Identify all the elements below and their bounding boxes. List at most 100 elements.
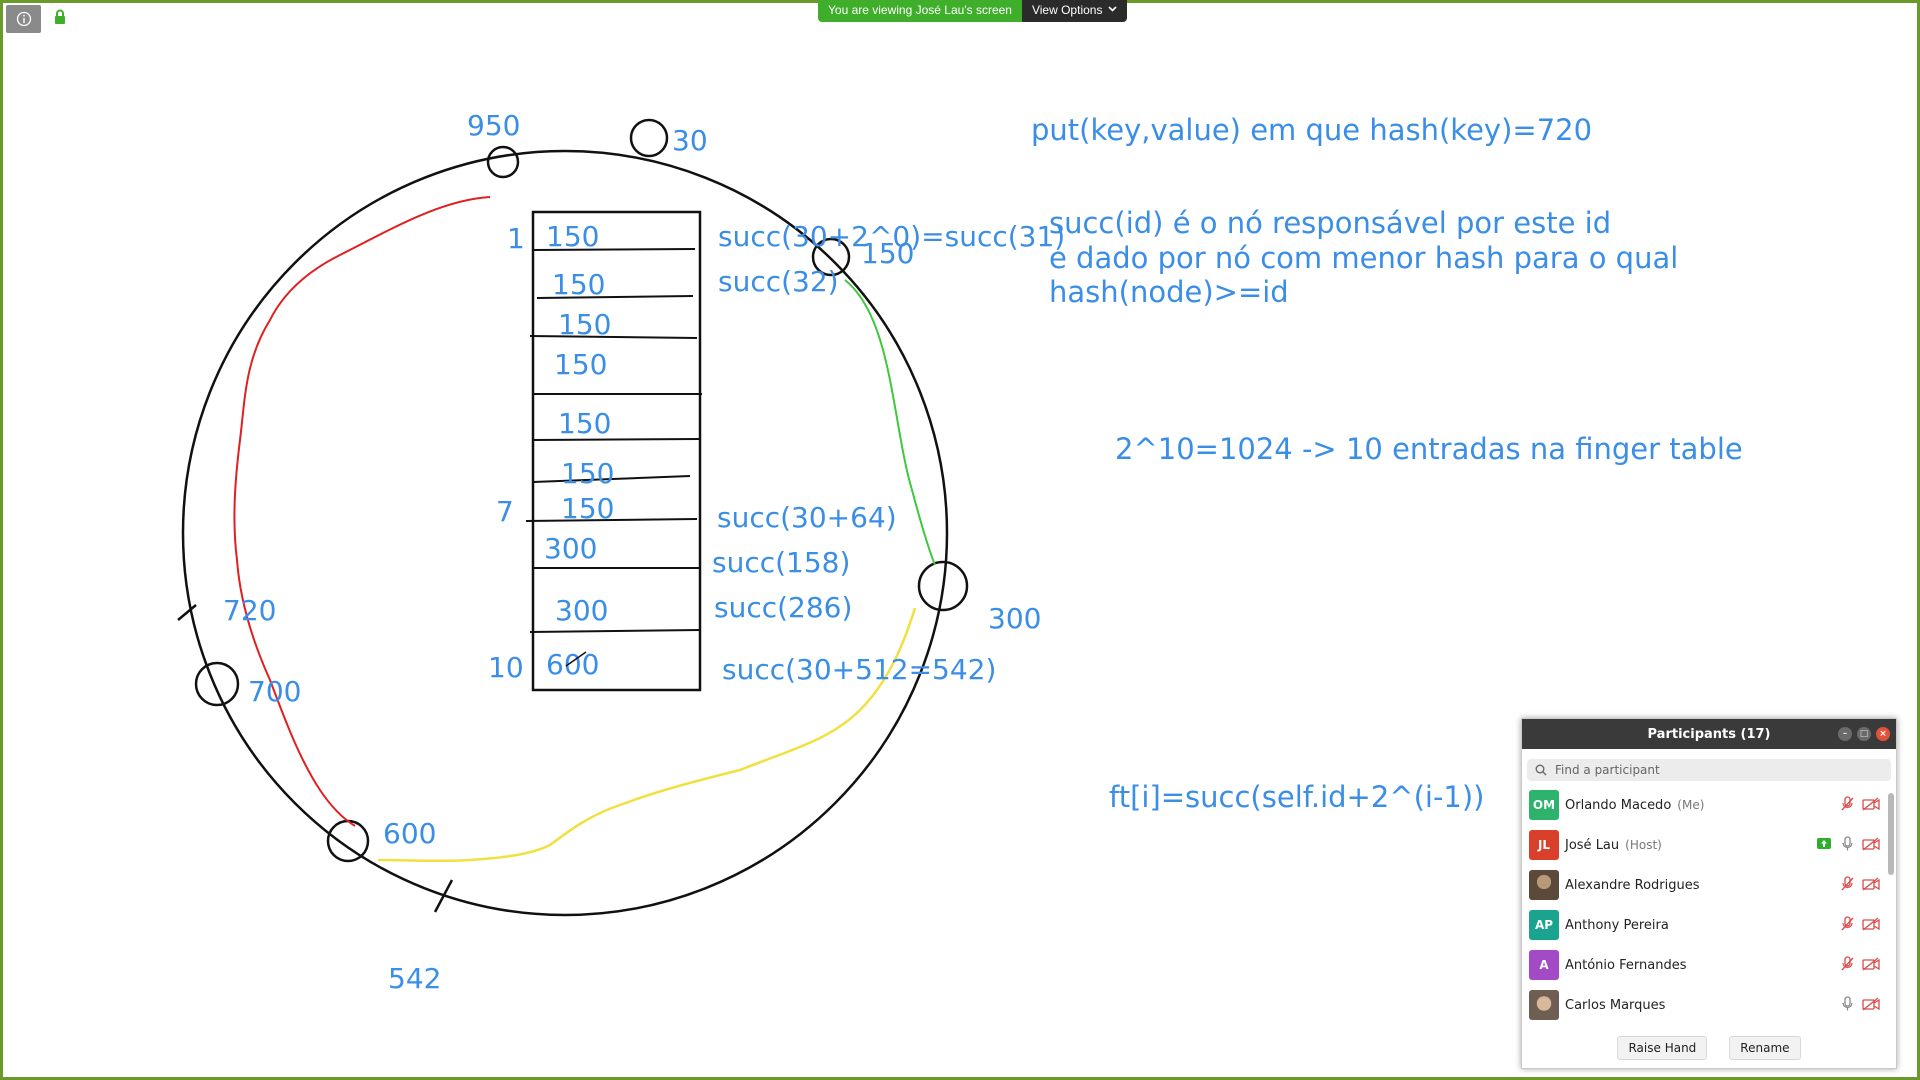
node-600 bbox=[326, 819, 370, 863]
info-icon bbox=[16, 11, 31, 27]
succ-note-1: succ(30+2^0)=succ(31) bbox=[718, 220, 1065, 253]
ft-entry-10: 600 bbox=[546, 648, 599, 681]
participant-tag: (Host) bbox=[1625, 838, 1662, 852]
avatar: AP bbox=[1529, 910, 1559, 940]
ft-entry-9: 300 bbox=[555, 594, 608, 627]
node-150 bbox=[811, 237, 851, 277]
green-path bbox=[844, 279, 936, 566]
avatar: A bbox=[1529, 950, 1559, 980]
succ-note-6: succ(30+512=542) bbox=[722, 653, 996, 686]
ring-label-720: 720 bbox=[223, 594, 276, 627]
participant-name: Carlos Marques bbox=[1565, 997, 1666, 1013]
screen-share-bar: You are viewing José Lau's screen View O… bbox=[818, 0, 1128, 22]
participant-name: Alexandre Rodrigues bbox=[1565, 877, 1700, 893]
screen-share-icon bbox=[1817, 838, 1831, 849]
rename-button[interactable]: Rename bbox=[1729, 1036, 1801, 1060]
chevron-down-icon bbox=[1108, 6, 1118, 12]
raise-hand-button[interactable]: Raise Hand bbox=[1617, 1036, 1708, 1060]
ft-entry-3: 150 bbox=[558, 308, 611, 341]
participant-name: António Fernandes bbox=[1565, 957, 1687, 973]
ft-entry-7: 150 bbox=[561, 492, 614, 525]
participants-list: OM Orlando Macedo (Me) JL José Lau (Host… bbox=[1522, 785, 1896, 1047]
maximize-button[interactable]: □ bbox=[1857, 727, 1871, 741]
participant-name: Orlando Macedo bbox=[1565, 797, 1672, 813]
avatar-photo bbox=[1529, 990, 1559, 1020]
participant-status-icons bbox=[1840, 916, 1880, 932]
maximize-icon: □ bbox=[1859, 728, 1869, 739]
meeting-info-button[interactable] bbox=[6, 5, 41, 33]
mic-muted-icon bbox=[1841, 796, 1854, 811]
ring-label-600: 600 bbox=[383, 817, 436, 850]
lock-icon[interactable] bbox=[53, 9, 67, 25]
viewing-message: You are viewing José Lau's screen bbox=[818, 0, 1022, 22]
participants-actions: Raise Hand Rename bbox=[1522, 1036, 1896, 1060]
finger-table-dividers bbox=[525, 248, 702, 633]
ring-label-542: 542 bbox=[388, 962, 441, 995]
participants-panel: Participants (17) – □ × Find a participa… bbox=[1521, 718, 1897, 1069]
participant-row[interactable]: AP Anthony Pereira bbox=[1522, 905, 1896, 945]
index-label-7: 7 bbox=[496, 495, 514, 528]
succ-note-2: succ(32) bbox=[718, 265, 839, 298]
video-off-icon bbox=[1862, 917, 1880, 931]
ft-entry-4: 150 bbox=[554, 348, 607, 381]
view-options-label: View Options bbox=[1031, 3, 1103, 17]
participant-status-icons bbox=[1840, 876, 1880, 892]
note-succ-3: hash(node)>=id bbox=[1049, 275, 1289, 309]
participant-search[interactable]: Find a participant bbox=[1527, 759, 1891, 781]
close-button[interactable]: × bbox=[1876, 727, 1890, 741]
node-300 bbox=[917, 560, 969, 612]
ft-entry-2: 150 bbox=[552, 268, 605, 301]
ft-entry-8: 300 bbox=[544, 532, 597, 565]
pen-scribble bbox=[565, 651, 587, 667]
note-ft-formula: ft[i]=succ(self.id+2^(i-1)) bbox=[1109, 780, 1485, 814]
close-icon: × bbox=[1879, 728, 1887, 739]
mic-muted-icon bbox=[1841, 876, 1854, 891]
view-options-button[interactable]: View Options bbox=[1021, 0, 1128, 22]
tick-720 bbox=[177, 604, 197, 621]
participant-status-icons bbox=[1840, 956, 1880, 972]
minimize-icon: – bbox=[1842, 728, 1848, 739]
participant-row[interactable]: OM Orlando Macedo (Me) bbox=[1522, 785, 1896, 825]
participant-row[interactable]: A António Fernandes bbox=[1522, 945, 1896, 985]
succ-note-5: succ(286) bbox=[714, 591, 852, 624]
participant-status-icons bbox=[1840, 996, 1880, 1012]
video-off-icon bbox=[1862, 877, 1880, 891]
mic-muted-icon bbox=[1841, 956, 1854, 971]
search-input[interactable]: Find a participant bbox=[1555, 763, 1660, 777]
table-index-labels: 1 7 10 bbox=[488, 222, 525, 684]
participants-scrollbar[interactable] bbox=[1888, 793, 1894, 875]
node-950 bbox=[486, 145, 520, 179]
note-put: put(key,value) em que hash(key)=720 bbox=[1031, 113, 1592, 147]
finger-table-values: 150 150 150 150 150 150 150 300 300 600 bbox=[544, 220, 614, 681]
mic-icon bbox=[1842, 996, 1853, 1011]
red-path bbox=[233, 196, 491, 827]
index-label-1: 1 bbox=[507, 222, 525, 255]
window-controls: – □ × bbox=[1838, 727, 1890, 741]
note-succ-1: succ(id) é o nó responsável por este id bbox=[1049, 206, 1611, 240]
minimize-button[interactable]: – bbox=[1838, 727, 1852, 741]
participant-row[interactable]: Alexandre Rodrigues bbox=[1522, 865, 1896, 905]
note-succ-2: e dado por nó com menor hash para o qual bbox=[1049, 241, 1678, 275]
participant-row[interactable]: JL José Lau (Host) bbox=[1522, 825, 1896, 865]
succ-note-4: succ(158) bbox=[712, 546, 850, 579]
participant-status-icons bbox=[1840, 796, 1880, 812]
ft-entry-5: 150 bbox=[558, 407, 611, 440]
video-off-icon bbox=[1862, 997, 1880, 1011]
search-icon bbox=[1535, 764, 1547, 776]
participant-name: José Lau bbox=[1565, 837, 1620, 853]
notes: put(key,value) em que hash(key)=720 succ… bbox=[1031, 113, 1743, 814]
ft-entry-6: 150 bbox=[561, 457, 614, 490]
participant-status-icons bbox=[1816, 836, 1880, 852]
ring-label-300: 300 bbox=[988, 602, 1041, 635]
video-off-icon bbox=[1862, 797, 1880, 811]
ring-labels: 950 30 150 300 720 700 600 542 bbox=[223, 109, 1041, 995]
avatar: OM bbox=[1529, 790, 1559, 820]
participant-row[interactable]: Carlos Marques bbox=[1522, 985, 1896, 1025]
yellow-path bbox=[377, 607, 917, 863]
ring-label-700: 700 bbox=[248, 675, 301, 708]
succ-note-3: succ(30+64) bbox=[717, 501, 897, 534]
participants-title: Participants (17) bbox=[1647, 726, 1771, 742]
note-finger-size: 2^10=1024 -> 10 entradas na finger table bbox=[1115, 432, 1743, 466]
participant-tag: (Me) bbox=[1677, 798, 1705, 812]
